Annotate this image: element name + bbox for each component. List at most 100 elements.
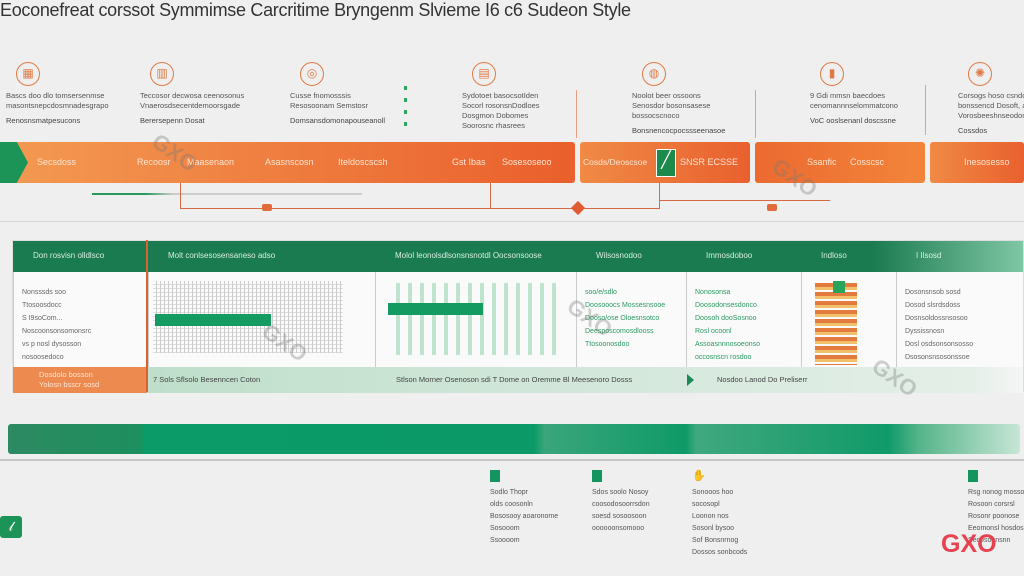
table-header-cell: I Ilsosd: [916, 251, 942, 260]
table-cell: Dosnsoldossnsosoo: [905, 315, 968, 322]
orange-segment-4: Inesosesso: [930, 142, 1024, 183]
segment-label: Ssanfic: [807, 157, 837, 167]
column-text: Socorl rosonsnDodloes: [462, 101, 540, 110]
column-subtitle: Berersepenn Dosat: [140, 116, 205, 125]
segment-label: Gst Ibas: [452, 157, 486, 167]
globe-icon: ◍: [642, 62, 666, 86]
table-header-cell: Wilsosnodoo: [596, 251, 642, 260]
column-text: Noolot beer ossoons: [632, 91, 701, 100]
footer-cell: Dosdolo bosson: [39, 370, 93, 379]
column-text: Resosoonam Semstosr: [290, 101, 368, 110]
segment-label: Recoosr: [137, 157, 171, 167]
green-flag-icon: [490, 470, 500, 482]
node-marker-icon: [767, 204, 777, 211]
table-cell: Dooso/ose Oloesnsotco: [585, 315, 660, 322]
bottom-item-text: Loonon nos: [692, 513, 729, 520]
excel-icon: ╱: [656, 149, 676, 177]
table-column: [375, 272, 576, 367]
bottom-item-text: Rosoon corsrsl: [968, 501, 1015, 508]
bottom-item-text: Ssoooom: [490, 537, 520, 544]
table-cell: Noscoonsonsomonsrc: [22, 328, 92, 335]
table-cell: Dosod slsrdsdoss: [905, 302, 961, 309]
table-cell: Ttosoonosdoo: [585, 341, 630, 348]
calendar-icon: ▤: [472, 62, 496, 86]
table-cell: S I9soCom...: [22, 315, 63, 322]
footer-cell: Nosdoo Lanod Do Preliserr: [717, 375, 808, 384]
chart-bars-icon: ▮: [820, 62, 844, 86]
report-thumbnail-icon: [815, 283, 857, 365]
table-footer: Dosdolo bosson Yolosn bsscr sosd 7 Sols …: [13, 367, 1023, 393]
table-header-cell: Immosdoboo: [706, 251, 753, 260]
column-text: Bascs doo dlo tomsersenmse: [6, 91, 105, 100]
bottom-item-text: Sonooos hoo: [692, 489, 734, 496]
bottom-item-text: olds coosonln: [490, 501, 533, 508]
table-cell: Dyssissnosn: [905, 328, 945, 335]
column-text: 9 Gdi mmsn baecdoes: [810, 91, 886, 100]
bottom-item-text: Sosooom: [490, 525, 520, 532]
connector-line: [660, 200, 830, 209]
bottom-item-text: socosopl: [692, 501, 720, 508]
table-header-cell: Don rosvisn olldlsco: [33, 251, 105, 260]
segment-label: Cosds/Deoscsoe: [583, 157, 648, 167]
table-cell: Doosoh dooSosnoo: [695, 315, 757, 322]
table-cell: Doosooocs Mossesnsooe: [585, 302, 666, 309]
table-cell: nosoosedoco: [22, 354, 64, 361]
green-progress-bar: [8, 424, 1020, 454]
bottom-item-text: Dossos sonbcods: [692, 549, 748, 556]
orange-segment-1: Secsdoss Recoosr Maasenaon Asasnscosn It…: [0, 142, 575, 183]
column-text: Dosgmon Dobomes: [462, 111, 529, 120]
segment-label: Sosesoseoo: [502, 157, 552, 167]
data-grid: [388, 283, 558, 355]
table-cell: Rosl ocoonl: [695, 328, 732, 335]
table-cell: occosnscn rosdoo: [695, 354, 752, 361]
brand-logo: GXO: [941, 530, 997, 558]
segment-label: Asasnscosn: [265, 157, 314, 167]
bottom-item-text: Rsg nonog mosso: [968, 489, 1024, 496]
dotted-divider: [404, 86, 407, 130]
progress-line: [92, 193, 362, 195]
table-cell: Nonsssds soo: [22, 289, 66, 296]
table-cell: Nonosonsa: [695, 289, 731, 296]
highlight-bar: [155, 314, 271, 326]
connector-line: [490, 183, 491, 209]
segment-label: SNSR ECSSE: [680, 157, 739, 167]
footer-cell: Yolosn bsscr sosd: [39, 380, 100, 389]
bottom-item-text: soesd sosoosoon: [592, 513, 647, 520]
column-subtitle: VoC ooslsenanl doscssne: [810, 116, 896, 125]
column-text: Vnaerosdsecentdemoorsgade: [140, 101, 241, 110]
divider: [576, 90, 577, 138]
comparison-table: Don rosvisn olldlsco Molt conlsesosensane…: [12, 240, 1024, 393]
column-text: Sydotoet basocsotIden: [462, 91, 539, 100]
column-text: Senosdor bosonsasese: [632, 101, 711, 110]
column-text: cenomannnselommatcono: [810, 101, 898, 110]
green-flag-icon: [968, 470, 978, 482]
column-text: Soorosnc rhasrees: [462, 121, 525, 130]
divider: [925, 85, 926, 135]
segment-label: Maasenaon: [187, 157, 235, 167]
table-header-cell: Molt conlsesosensaneso adso: [168, 251, 276, 260]
column-subtitle: Bonsnencocpocssseenasoe: [632, 126, 726, 135]
bottom-item-text: Rosonr poonose: [968, 513, 1020, 520]
column-subtitle: Cossdos: [958, 126, 988, 135]
table-cell: Dsosonsnsosonssoe: [905, 354, 970, 361]
node-marker-icon: [262, 204, 272, 211]
building-icon: ▦: [16, 62, 40, 86]
table-cell: Doosodonsesdonco: [695, 302, 757, 309]
bottom-item-text: Eeomonsl hosdos: [968, 525, 1024, 532]
connector-line: [180, 183, 660, 209]
badge-icon: ✺: [968, 62, 992, 86]
green-flag-icon: [592, 470, 602, 482]
bottom-item-text: Bososooy aoaronome: [490, 513, 559, 520]
bottom-item-text: oooooonsomooo: [592, 525, 645, 532]
